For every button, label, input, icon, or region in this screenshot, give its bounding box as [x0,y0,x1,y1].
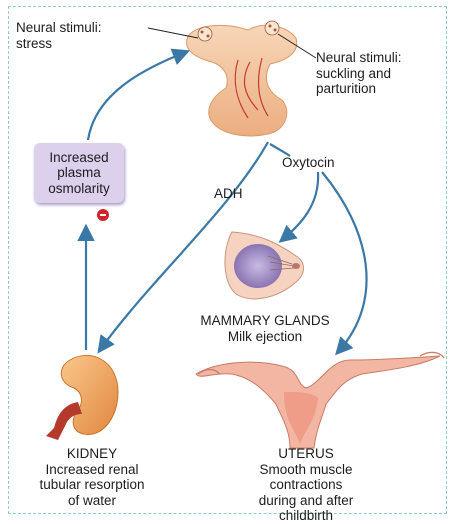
label-adh: ADH [214,186,243,202]
arrow-oxytocin-to-mammary [282,172,318,240]
mammary-gland-illustration [225,232,304,299]
kidney-illustration [46,355,118,440]
label-neural-stress: Neural stimuli:stress [16,20,102,51]
osmolarity-label: Increased plasma osmolarity [48,150,110,197]
arrow-osmolarity-to-hypothalamus [88,52,186,140]
inhibition-minus-icon [97,209,109,221]
label-oxytocin: Oxytocin [282,155,335,171]
uterus-illustration [196,352,444,448]
increased-plasma-osmolarity-box: Increased plasma osmolarity [34,143,124,203]
hypothalamus-pituitary [187,21,297,136]
